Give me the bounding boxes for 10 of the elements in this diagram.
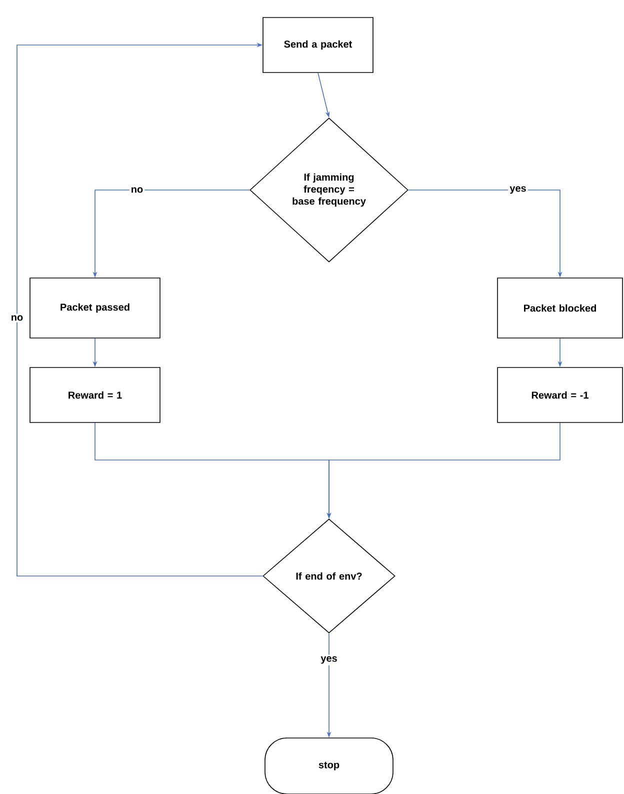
arrow — [16, 42, 263, 576]
process-box: Packet blocked — [497, 278, 623, 338]
edge-label: no — [129, 186, 145, 194]
process-box: Packet passed — [30, 278, 160, 338]
edge-label: yes — [508, 184, 528, 196]
process-box: Reward = 1 — [30, 367, 160, 423]
process-box: Reward = -1 — [497, 367, 623, 423]
process-box: Send a packet — [262, 17, 374, 73]
edge-label: no — [9, 314, 25, 322]
edge-label: yes — [319, 654, 339, 666]
